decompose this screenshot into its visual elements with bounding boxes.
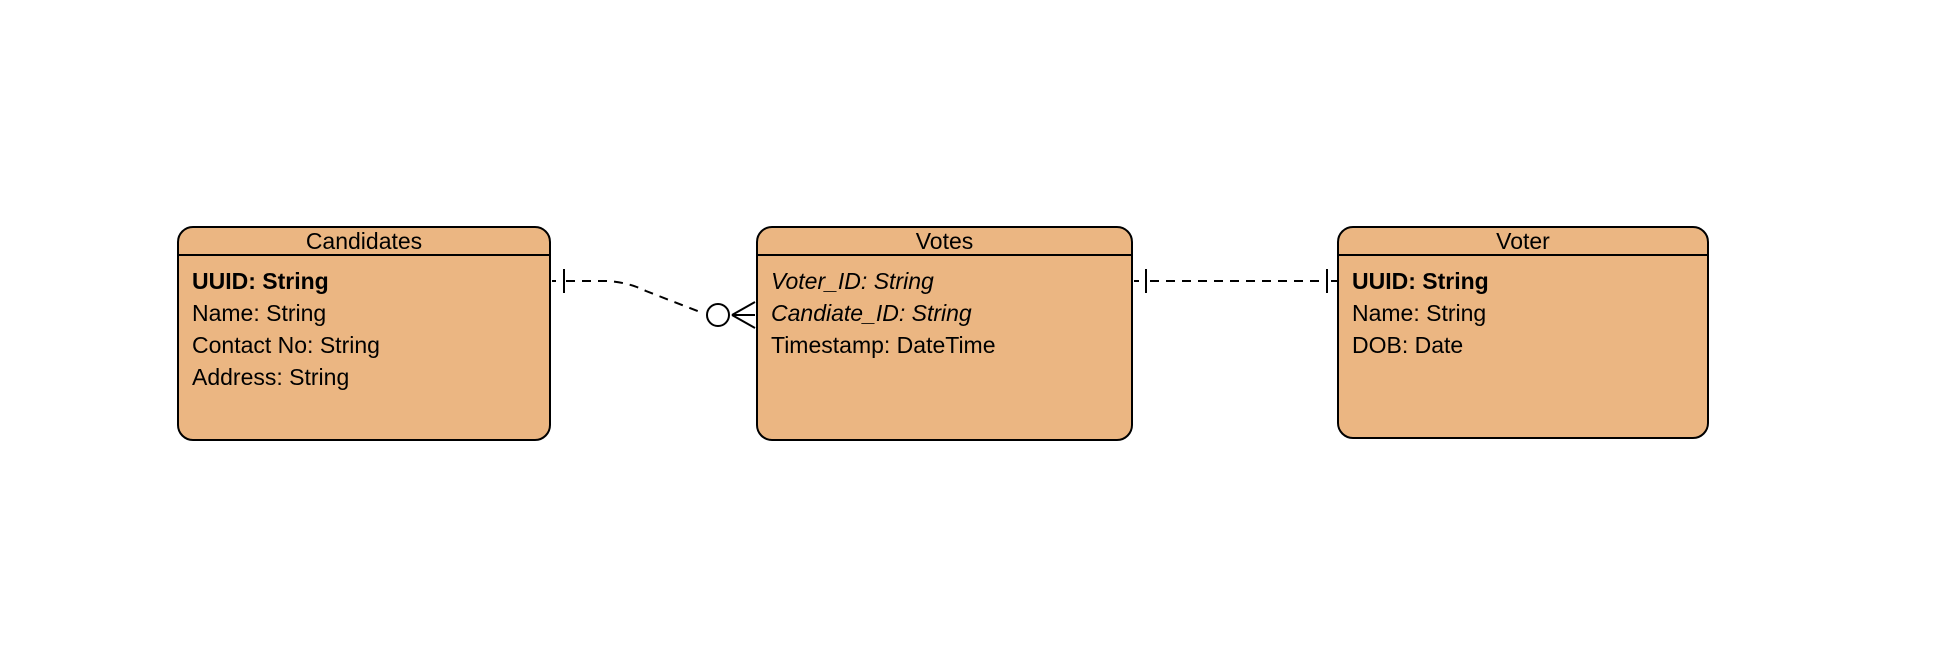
relationship-votes-voter — [1134, 269, 1339, 293]
attribute: Contact No: String — [192, 332, 380, 358]
entity-title: Candidates — [179, 228, 549, 256]
entity-attributes: Voter_ID: String Candiate_ID: String Tim… — [758, 256, 1131, 361]
attribute: Name: String — [1352, 300, 1487, 326]
attribute: Name: String — [192, 300, 327, 326]
attribute-foreign-key: Candiate_ID: String — [771, 300, 972, 326]
relationship-candidates-votes — [552, 269, 756, 329]
zero-optional-circle-icon — [706, 303, 730, 327]
entity-attributes: UUID: String Name: String DOB: Date — [1339, 256, 1707, 361]
crows-foot-many-icon — [731, 301, 756, 329]
attribute: Timestamp: DateTime — [771, 332, 996, 358]
entity-votes[interactable]: Votes Voter_ID: String Candiate_ID: Stri… — [756, 226, 1133, 441]
entity-voter[interactable]: Voter UUID: String Name: String DOB: Dat… — [1337, 226, 1709, 439]
entity-attributes: UUID: String Name: String Contact No: St… — [179, 256, 549, 393]
relationship-line-candidates-votes — [566, 280, 701, 313]
entity-title: Votes — [758, 228, 1131, 256]
attribute-primary-key: UUID: String — [192, 268, 329, 294]
entity-candidates[interactable]: Candidates UUID: String Name: String Con… — [177, 226, 551, 441]
attribute: Address: String — [192, 364, 350, 390]
entity-title: Voter — [1339, 228, 1707, 256]
attribute: DOB: Date — [1352, 332, 1464, 358]
attribute-primary-key: UUID: String — [1352, 268, 1489, 294]
attribute-foreign-key: Voter_ID: String — [771, 268, 934, 294]
